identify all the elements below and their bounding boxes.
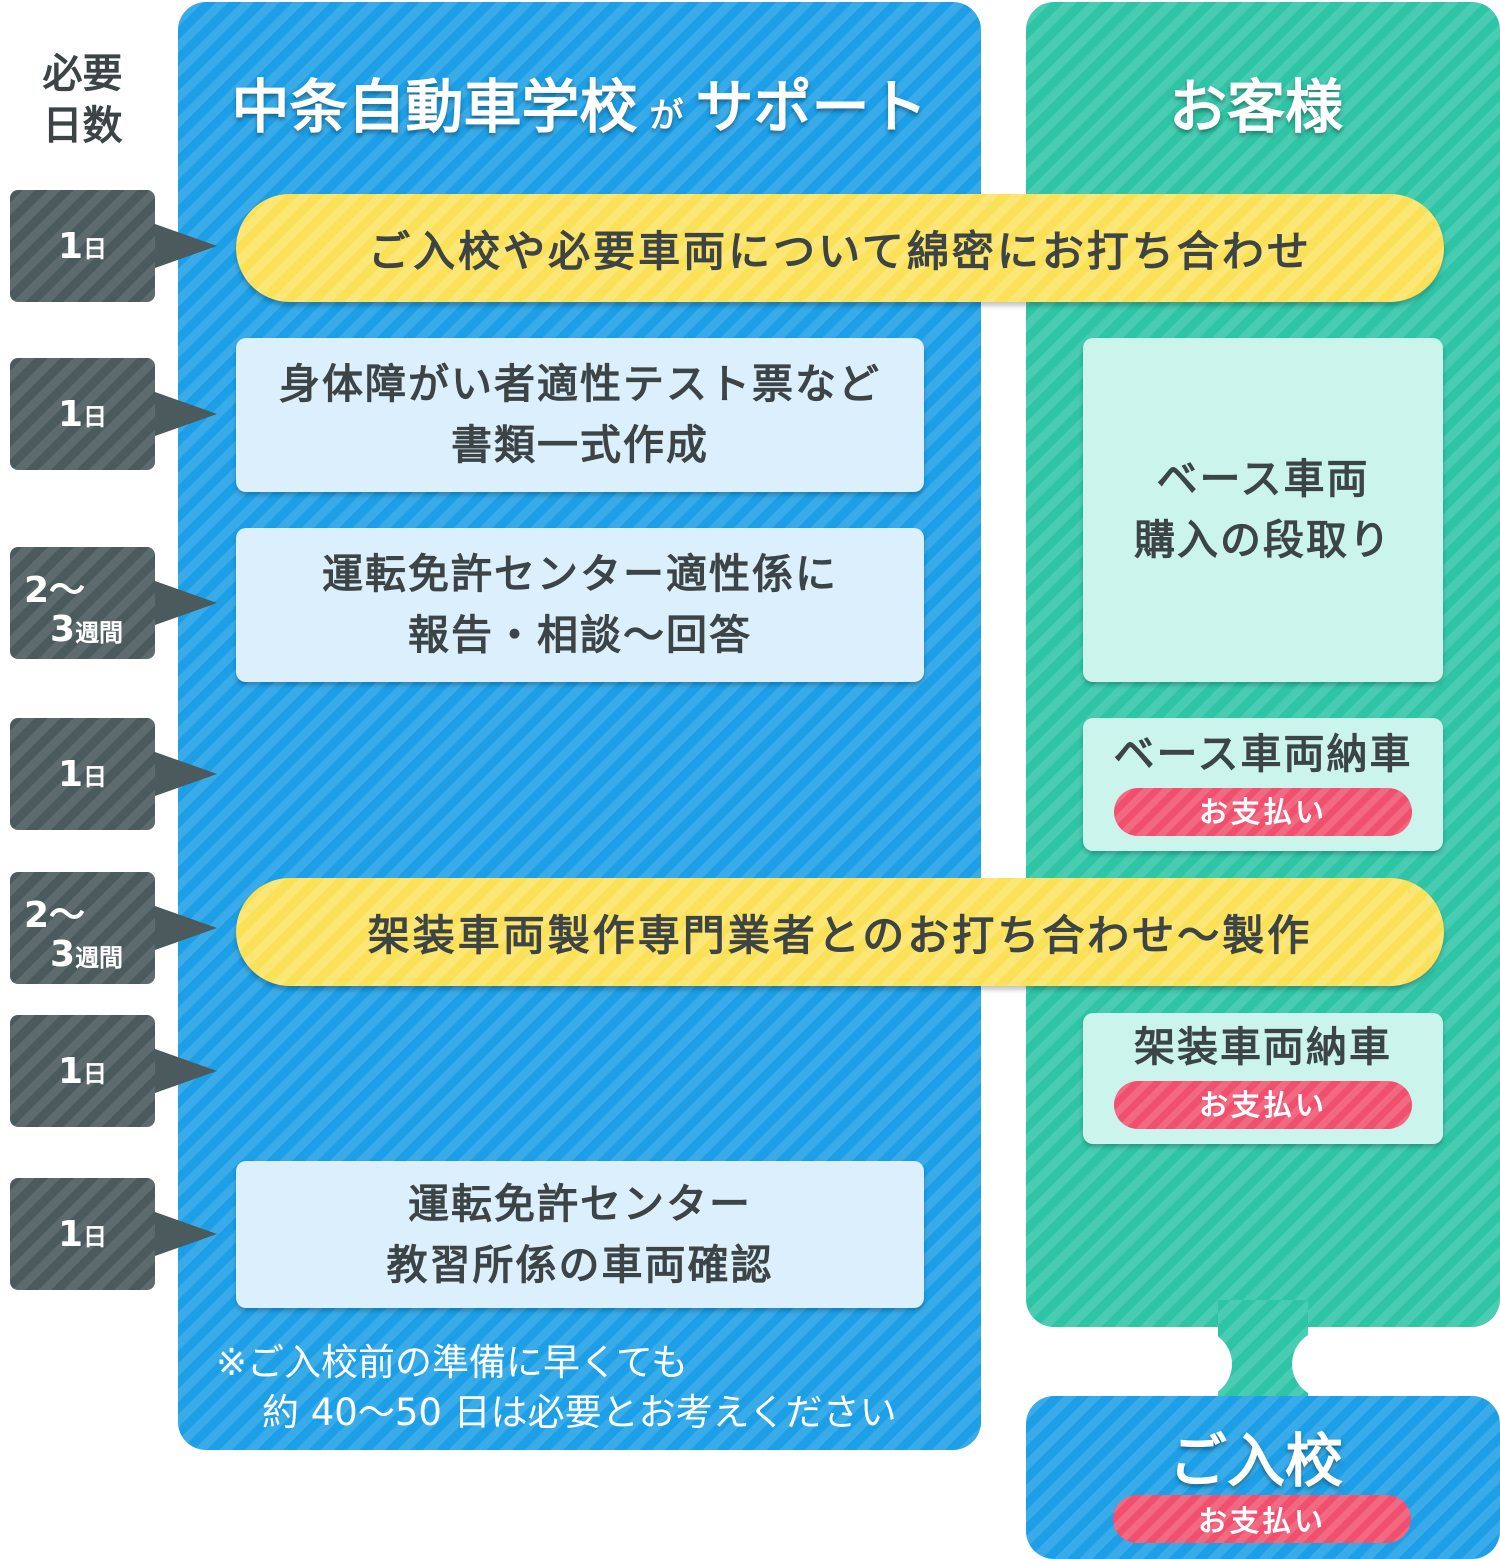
enrollment-title: ご入校 [1168, 1427, 1343, 1495]
step-fitted-delivery: 架装車両納車 お支払い [1083, 1013, 1443, 1144]
step-base-purchase: ベース車両 購入の段取り [1083, 338, 1443, 682]
days-required-label: 必要 日数 [42, 51, 123, 149]
enrollment-payment-pill: お支払い [1113, 1495, 1411, 1543]
badge-pointer [155, 581, 217, 625]
duration-badge: 2〜 3週間 [10, 872, 217, 984]
badge-pointer [155, 392, 217, 436]
payment-pill: お支払い [1114, 1081, 1412, 1129]
step-base-delivery: ベース車両納車 お支払い [1083, 718, 1443, 851]
step-center-report: 運転免許センター適性係に 報告・相談〜回答 [236, 528, 924, 682]
school-particle: が [649, 96, 684, 136]
duration-badge: 2〜 3週間 [10, 547, 217, 659]
connector-notch-right [1292, 1330, 1500, 1398]
badge-pointer [155, 224, 217, 268]
school-name: 中条自動車学校 [231, 73, 638, 141]
badge-pointer [155, 1212, 217, 1256]
preparation-note: ※ご入校前の準備に早くても 約 40〜50 日は必要とお考えください [216, 1341, 897, 1434]
connector-notch-left [1026, 1330, 1232, 1398]
badge-pointer [155, 1049, 217, 1093]
payment-pill: お支払い [1114, 788, 1412, 836]
step-fitout: 架装車両製作専門業者とのお打ち合わせ〜製作 [236, 878, 1444, 986]
school-support: サポート [695, 73, 928, 141]
step-consultation: ご入校や必要車両について綿密にお打ち合わせ [236, 194, 1444, 302]
badge-pointer [155, 906, 217, 950]
step-documents: 身体障がい者適性テスト票など 書類一式作成 [236, 338, 924, 492]
badge-pointer [155, 752, 217, 796]
step-center-check: 運転免許センター 教習所係の車両確認 [236, 1161, 924, 1308]
school-header: 中条自動車学校がサポート [178, 60, 981, 144]
customer-header: お客様 [1168, 73, 1343, 141]
